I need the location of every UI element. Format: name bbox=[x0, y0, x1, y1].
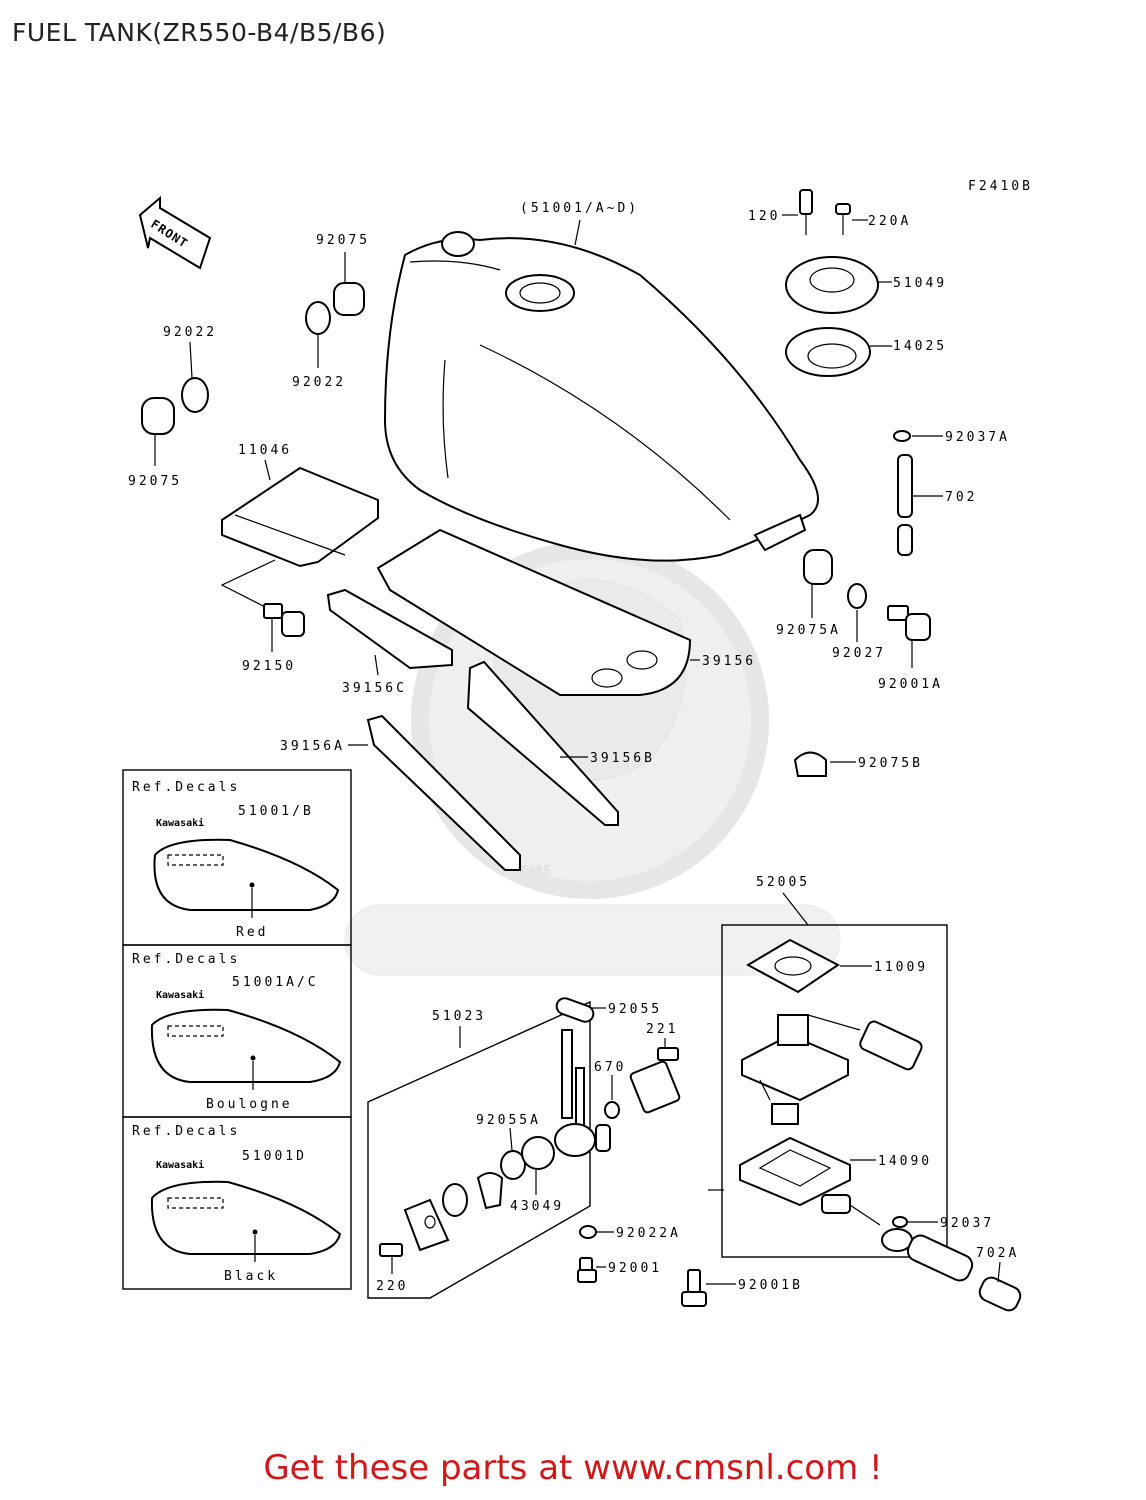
label-92001a: 92001A bbox=[878, 677, 943, 692]
watermark-url: WWW.CMSNL.COM bbox=[372, 947, 508, 962]
label-92055: 92055 bbox=[608, 1002, 662, 1017]
label-120: 120 bbox=[748, 209, 780, 224]
label-92001: 92001 bbox=[608, 1261, 662, 1276]
label-220a: 220A bbox=[868, 214, 911, 229]
label-92022-mid: 92022 bbox=[292, 375, 346, 390]
promo-link[interactable]: Get these parts at www.cmsnl.com ! bbox=[263, 1448, 883, 1488]
decal-brand-1: Kawasaki bbox=[156, 817, 204, 829]
label-92075-top: 92075 bbox=[316, 233, 370, 248]
label-52005: 52005 bbox=[756, 875, 810, 890]
front-arrow-icon: FRONT bbox=[138, 195, 212, 270]
label-92022a: 92022A bbox=[616, 1226, 681, 1241]
label-702a: 702A bbox=[976, 1246, 1019, 1261]
label-39156c: 39156C bbox=[342, 681, 407, 696]
label-39156b: 39156B bbox=[590, 751, 655, 766]
decal-part-1: 51001/B bbox=[238, 804, 314, 819]
rubber-pads: 39156 39156C 39156A 39156B bbox=[280, 528, 756, 871]
label-92150: 92150 bbox=[242, 659, 296, 674]
label-92037a: 92037A bbox=[945, 430, 1010, 445]
decal-color-1: Red bbox=[236, 925, 268, 940]
label-43049: 43049 bbox=[510, 1199, 564, 1214]
label-92027: 92027 bbox=[832, 646, 886, 661]
label-39156: 39156 bbox=[702, 654, 756, 669]
label-92075-left: 92075 bbox=[128, 474, 182, 489]
breather-hose: 92037A 702 bbox=[893, 430, 1010, 556]
label-92055a: 92055A bbox=[476, 1113, 541, 1128]
label-221: 221 bbox=[646, 1022, 678, 1037]
decal-brand-3: Kawasaki bbox=[156, 1159, 204, 1171]
filler-cap-parts: 120 220A 51049 14025 bbox=[748, 189, 947, 377]
decal-panel: Ref.Decals Kawasaki 51001/B Red Ref.Deca… bbox=[122, 769, 352, 1290]
label-92022-left: 92022 bbox=[163, 325, 217, 340]
label-tank: (51001/A~D) bbox=[520, 201, 639, 216]
bracket: 11046 92150 bbox=[220, 443, 379, 674]
fuel-gauge-assembly: 52005 11009 14090 92037 702A 92001B bbox=[681, 875, 1022, 1312]
fuel-tap-assembly: 51023 92055 221 670 92055A 43049 220 920… bbox=[367, 997, 681, 1299]
label-670: 670 bbox=[594, 1060, 626, 1075]
label-92037: 92037 bbox=[940, 1216, 994, 1231]
label-39156a: 39156A bbox=[280, 739, 345, 754]
figure-code: F2410B bbox=[968, 179, 1033, 194]
decal-heading-1: Ref.Decals bbox=[132, 780, 240, 795]
label-11009: 11009 bbox=[874, 960, 928, 975]
label-92001b: 92001B bbox=[738, 1278, 803, 1293]
label-51023: 51023 bbox=[432, 1009, 486, 1024]
label-702: 702 bbox=[945, 490, 977, 505]
decal-part-3: 51001D bbox=[242, 1149, 307, 1164]
label-14025: 14025 bbox=[893, 339, 947, 354]
label-92075b: 92075B bbox=[858, 756, 923, 771]
label-14090: 14090 bbox=[878, 1154, 932, 1169]
label-11046: 11046 bbox=[238, 443, 292, 458]
watermark-logo: CMS bbox=[520, 864, 552, 879]
decal-heading-2: Ref.Decals bbox=[132, 952, 240, 967]
fuel-tank: (51001/A~D) bbox=[383, 201, 819, 562]
left-dampers: 92075 92022 92022 92075 bbox=[128, 233, 370, 489]
decal-brand-2: Kawasaki bbox=[156, 989, 204, 1001]
label-220: 220 bbox=[376, 1279, 408, 1294]
page-title: FUEL TANK(ZR550-B4/B5/B6) bbox=[12, 18, 387, 47]
right-mount-parts: 92075A 92027 92001A 92075B bbox=[776, 549, 943, 777]
label-92075a: 92075A bbox=[776, 623, 841, 638]
label-51049: 51049 bbox=[893, 276, 947, 291]
decal-part-2: 51001A/C bbox=[232, 975, 319, 990]
decal-heading-3: Ref.Decals bbox=[132, 1124, 240, 1139]
decal-color-2: Boulogne bbox=[206, 1097, 293, 1112]
decal-color-3: Black bbox=[224, 1269, 278, 1284]
